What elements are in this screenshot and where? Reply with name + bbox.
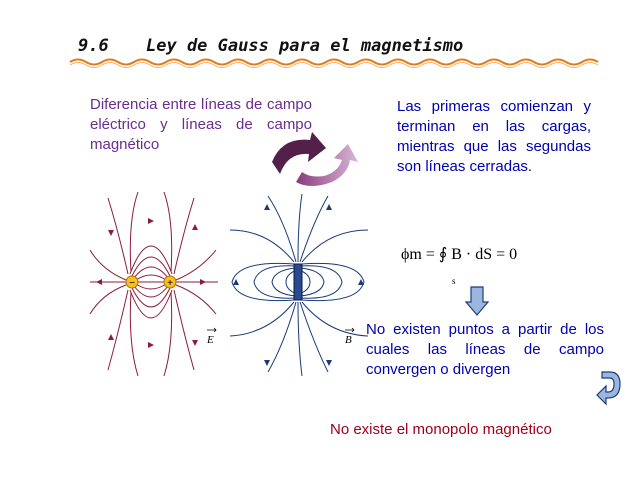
page-title: Ley de Gauss para el magnetismo xyxy=(146,36,464,56)
curved-arrow-icon xyxy=(272,132,358,186)
magnetic-field-label: B xyxy=(345,327,355,346)
svg-text:B: B xyxy=(345,334,352,346)
return-arrow-icon xyxy=(596,371,621,406)
magnetic-field-diagram xyxy=(229,193,369,377)
field-lines-explanation: Las primeras comienzan y terminan en las… xyxy=(397,98,591,175)
formula-subscript: s xyxy=(452,276,456,286)
electric-field-label: E xyxy=(206,327,217,346)
section-number: 9.6 xyxy=(78,36,109,56)
negative-charge xyxy=(125,275,139,289)
svg-text:E: E xyxy=(206,334,214,346)
positive-sign: + xyxy=(167,278,173,289)
down-arrow-icon xyxy=(465,286,489,316)
bar-magnet xyxy=(293,263,303,301)
conclusion-text: No existen puntos a partir de los cuales… xyxy=(366,321,604,378)
final-statement: No existe el monopolo magnético xyxy=(330,421,552,438)
gauss-law-formula: ϕm = ∮ B · dS = 0 xyxy=(401,246,518,263)
electric-field-diagram: − + xyxy=(89,191,218,377)
title-underline xyxy=(69,58,599,68)
comparison-description: Diferencia entre líneas de campo eléctri… xyxy=(90,96,312,153)
negative-sign: − xyxy=(129,278,135,289)
positive-charge xyxy=(163,275,177,289)
